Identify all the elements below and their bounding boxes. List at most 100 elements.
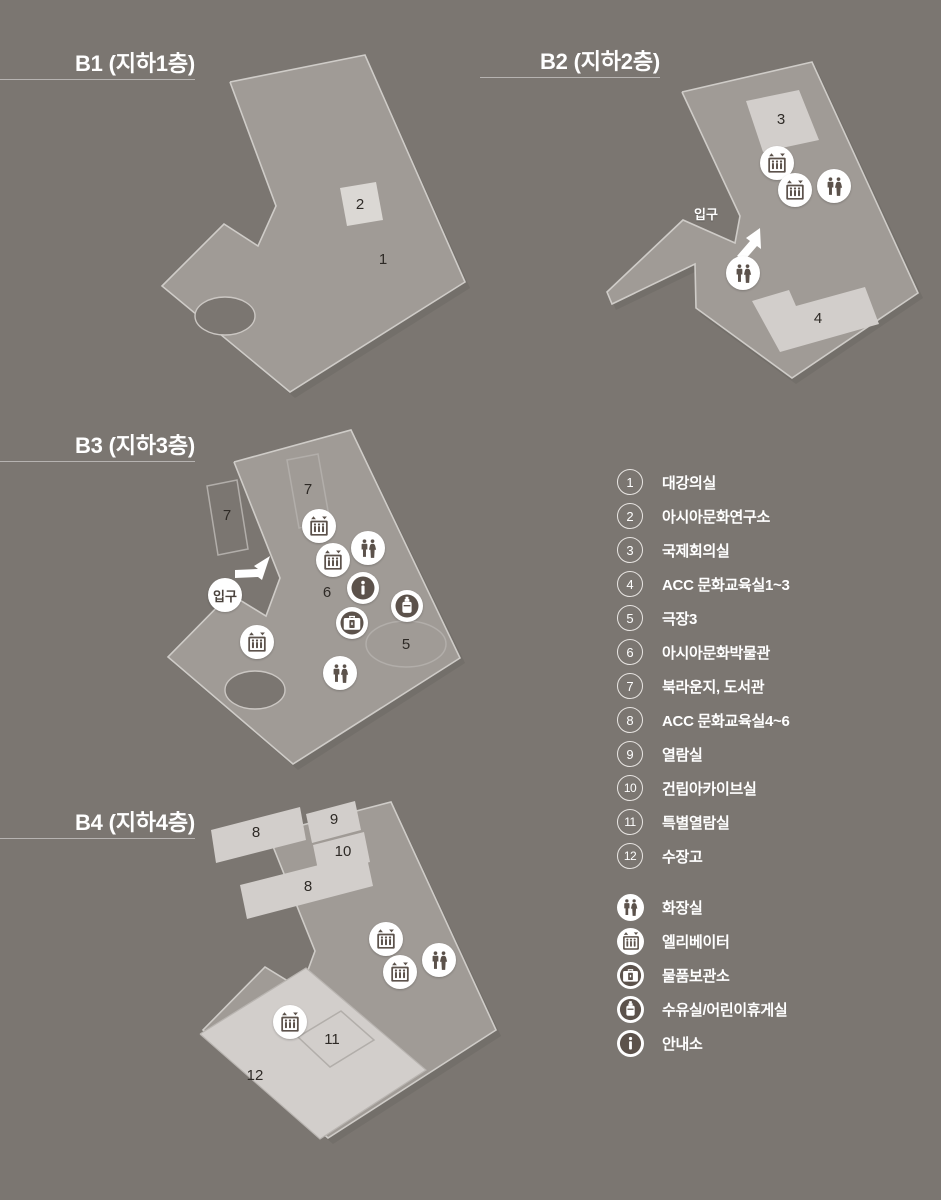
- b3-elevator-badge-3[interactable]: [240, 625, 274, 659]
- legend-item-1[interactable]: 1 대강의실: [617, 465, 937, 499]
- b4-room-10-number: 10: [335, 843, 352, 860]
- floor-title-b4: B4 (지하4층): [74, 810, 195, 835]
- b3-nursing-badge[interactable]: [391, 590, 423, 622]
- icon-legend-information[interactable]: 안내소: [617, 1026, 937, 1060]
- icon-legend-elevator[interactable]: 엘리베이터: [617, 924, 937, 958]
- locker-icon: [619, 964, 642, 986]
- b2-restroom-badge-1[interactable]: [817, 169, 851, 203]
- floor-title-b1: B1 (지하1층): [74, 51, 195, 76]
- nursing-room-icon-disc: [617, 995, 644, 1023]
- elevator-icon: [786, 180, 804, 200]
- locker-icon-disc: [617, 961, 644, 989]
- legend-item-label: 수장고: [662, 848, 703, 866]
- b2-room-4-shape: [752, 287, 879, 352]
- legend-number-badge: 1: [617, 469, 643, 495]
- legend-item-5[interactable]: 5 극장3: [617, 601, 937, 635]
- nursing-room-icon: [395, 594, 419, 618]
- floorplan-b3: 7 7 5 6: [166, 429, 465, 770]
- restroom-icon: [361, 538, 376, 558]
- icon-legend-label: 화장실: [662, 899, 703, 917]
- locker-icon: [340, 611, 364, 635]
- legend-number-badge: 6: [617, 639, 643, 665]
- legend-number-badge: 5: [617, 605, 643, 631]
- b2-entrance-arrow: [737, 228, 761, 261]
- icon-legend: 화장실 엘리베이터: [617, 890, 937, 1060]
- legend-item-4[interactable]: 4 ACC 문화교육실1~3: [617, 567, 937, 601]
- b3-room-5-number: 5: [402, 636, 410, 653]
- icon-legend-locker[interactable]: 물품보관소: [617, 958, 937, 992]
- b1-room-1-number: 1: [379, 251, 387, 268]
- b4-room-8b-shape: [240, 853, 373, 919]
- legend-number-badge: 10: [617, 775, 643, 801]
- b2-entrance-label: 입구: [694, 207, 718, 222]
- b3-slab-highlight: [166, 429, 462, 765]
- icon-legend-label: 엘리베이터: [662, 933, 730, 951]
- floor-title-rule-b1: [0, 79, 195, 80]
- legend-item-6[interactable]: 6 아시아문화박물관: [617, 635, 937, 669]
- legend-number-badge: 8: [617, 707, 643, 733]
- b1-room-2-number: 2: [356, 196, 364, 213]
- b3-restroom-badge-2[interactable]: [323, 656, 357, 690]
- legend-item-label: 건립아카이브실: [662, 780, 757, 798]
- b3-void-oval: [224, 670, 286, 710]
- floor-title-rule-b2: [480, 77, 660, 78]
- b3-entrance-arrow: [235, 556, 270, 580]
- b4-elevator-badge-3[interactable]: [273, 1005, 307, 1039]
- floor-title-b2: B2 (지하2층): [539, 49, 660, 74]
- floor-title-b3: B3 (지하3층): [74, 433, 195, 458]
- b4-room-8a-shape: [211, 807, 306, 863]
- b1-slab-highlight: [160, 54, 467, 393]
- legend-number-badge: 11: [617, 809, 643, 835]
- b1-void-oval: [194, 296, 256, 336]
- legend-item-label: ACC 문화교육실4~6: [662, 712, 790, 730]
- elevator-icon: [248, 632, 266, 652]
- icon-legend-nursing[interactable]: 수유실/어린이휴게실: [617, 992, 937, 1026]
- b2-room-3-shape: [746, 90, 819, 152]
- b4-elevator-badge-2[interactable]: [383, 955, 417, 989]
- icon-legend-restroom[interactable]: 화장실: [617, 890, 937, 924]
- b2-slab-highlight: [606, 61, 920, 379]
- b4-room-8a-number: 8: [252, 824, 260, 841]
- b2-restroom-badge-2[interactable]: [726, 256, 760, 290]
- floorplan-b1: 2 1: [160, 54, 470, 398]
- floor-title-rule-b4: [0, 838, 195, 839]
- b3-information-badge[interactable]: [347, 572, 379, 604]
- information-icon: [351, 576, 375, 600]
- legend-item-11[interactable]: 11 특별열람실: [617, 805, 937, 839]
- legend-item-10[interactable]: 10 건립아카이브실: [617, 771, 937, 805]
- elevator-icon: [391, 962, 409, 982]
- b4-room-12-shape: [200, 968, 426, 1139]
- legend-item-label: 특별열람실: [662, 814, 730, 832]
- elevator-icon-disc: [617, 927, 644, 955]
- legend-item-9[interactable]: 9 열람실: [617, 737, 937, 771]
- nursing-room-icon: [619, 998, 642, 1020]
- b1-slab-group: 2 1: [160, 54, 470, 398]
- b2-elevator-badge-2[interactable]: [778, 173, 812, 207]
- b3-restroom-badge-1[interactable]: [351, 531, 385, 565]
- icon-legend-label: 물품보관소: [662, 967, 730, 985]
- elevator-icon: [768, 153, 786, 173]
- b2-room-4-number: 4: [814, 310, 822, 327]
- restroom-icon: [827, 176, 842, 196]
- restroom-icon-disc: [617, 893, 644, 921]
- legend-item-8[interactable]: 8 ACC 문화교육실4~6: [617, 703, 937, 737]
- legend-item-3[interactable]: 3 국제회의실: [617, 533, 937, 567]
- b4-room-9-shape: [306, 801, 361, 843]
- information-icon: [619, 1032, 642, 1054]
- b3-room-7b-number: 7: [304, 481, 312, 498]
- legend-item-label: 대강의실: [662, 474, 717, 492]
- legend-item-7[interactable]: 7 북라운지, 도서관: [617, 669, 937, 703]
- legend-item-label: 아시아문화연구소: [662, 508, 771, 526]
- b3-elevator-badge-1[interactable]: [302, 509, 336, 543]
- legend-item-2[interactable]: 2 아시아문화연구소: [617, 499, 937, 533]
- b4-room-9-number: 9: [330, 811, 338, 828]
- b3-locker-badge[interactable]: [336, 607, 368, 639]
- b4-elevator-badge-1[interactable]: [369, 922, 403, 956]
- legend-item-12[interactable]: 12 수장고: [617, 839, 937, 873]
- b3-elevator-badge-2[interactable]: [316, 543, 350, 577]
- b1-room-2-shape: [340, 182, 383, 226]
- b4-restroom-badge[interactable]: [422, 943, 456, 977]
- elevator-icon: [310, 516, 328, 536]
- b2-elevator-badge-1[interactable]: [760, 146, 794, 180]
- elevator-icon: [324, 550, 342, 570]
